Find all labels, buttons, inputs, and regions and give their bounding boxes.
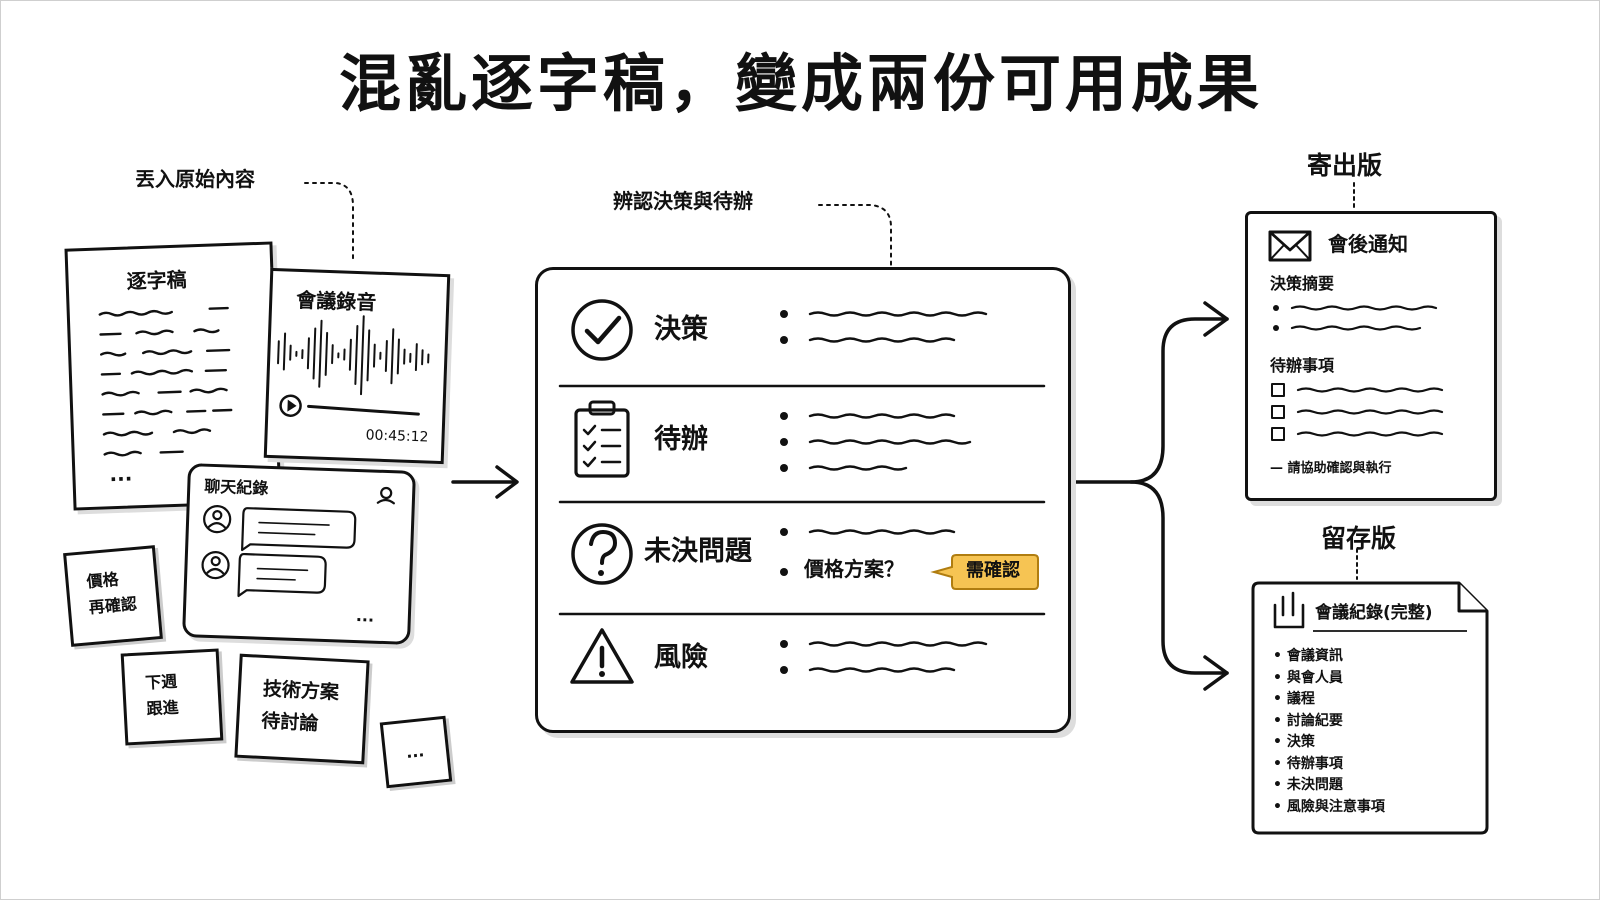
archive-list-item-label: 決策 (1286, 734, 1315, 750)
sticky-note-line: 待討論 (260, 709, 319, 735)
chat-bubbles-icon (201, 486, 395, 598)
bullet-icon: • (1273, 798, 1287, 815)
transcript-ellipsis: ... (108, 461, 133, 487)
bullet-icon: • (1273, 691, 1287, 707)
bullet-icon: • (1273, 712, 1287, 729)
clipboard-checklist-icon (574, 400, 630, 478)
archive-list-item-label: 與會人員 (1286, 669, 1343, 686)
archive-version-card: 會議紀錄(完整) • 會議資訊• 與會人員• 議程• 討論紀要• 決策• 待辦事… (1247, 579, 1493, 837)
recording-timestamp: 00:45:12 (365, 427, 429, 446)
process-panel-drawing (558, 299, 1046, 684)
archive-list-item-label: 風險與注意事項 (1286, 798, 1385, 815)
document-icon (1273, 591, 1305, 629)
input-leader-line (304, 182, 354, 264)
bullet-icon: • (1273, 777, 1287, 793)
send-arrow-head (1203, 301, 1229, 337)
sticky-note-line: 跟進 (146, 697, 180, 719)
bullet-icon: • (1273, 669, 1287, 686)
archive-list-item-label: 議程 (1286, 691, 1315, 707)
archive-list-item-label: 待辦事項 (1286, 755, 1343, 772)
sticky-note-line: 再確認 (88, 593, 138, 618)
transcript-sheet: 逐字稿 ... (64, 241, 282, 511)
row-label-todos: 待辦 (654, 424, 708, 455)
row-label-risks: 風險 (654, 642, 708, 673)
question-circle-icon (571, 523, 633, 585)
check-circle-icon (571, 299, 633, 361)
archive-list-item: • 議程 (1273, 692, 1315, 706)
archive-list-item-label: 討論紀要 (1286, 712, 1343, 729)
archive-arrow-head (1203, 655, 1229, 691)
checkbox-icon (1271, 383, 1285, 441)
archive-list-item: • 會議資訊 (1273, 649, 1343, 663)
transcript-lines (98, 306, 233, 457)
archive-card-drawing (1251, 581, 1489, 835)
archive-list-item: • 與會人員 (1273, 671, 1343, 685)
process-leader-line (818, 204, 892, 268)
chat-more: ... (355, 606, 375, 626)
audio-waveform-icon (277, 315, 430, 417)
send-card-drawing (1268, 230, 1444, 441)
archive-version-heading: 留存版 (1321, 524, 1397, 553)
bullet-icon: • (1273, 755, 1287, 772)
archive-list-item: • 風險與注意事項 (1273, 800, 1385, 814)
send-arrow (1071, 317, 1229, 484)
archive-list-item-label: 未決問題 (1286, 777, 1343, 793)
archive-list-item: • 未決問題 (1273, 778, 1343, 792)
sticky-note-line: 價格 (85, 569, 120, 592)
badge-label: 需確認 (966, 560, 1020, 581)
recording-card: 會議錄音 00:45:12 (263, 267, 451, 465)
play-button-icon (279, 394, 302, 417)
archive-list-item: • 待辦事項 (1273, 757, 1343, 771)
sticky-note: 下週 跟進 (120, 648, 224, 746)
archive-arrow (1129, 480, 1229, 675)
input-arrow-head (495, 465, 519, 499)
input-heading: 丟入原始內容 (135, 167, 255, 191)
send-section-todos: 待辦事項 (1270, 356, 1335, 375)
badge-shape (930, 554, 1039, 590)
process-panel: 決策 待辦 未決問題 風險 價格方案？ 需確認 (535, 267, 1071, 733)
sticky-note: 技術方案 待討論 (234, 653, 370, 765)
sticky-note: 價格 再確認 (63, 545, 163, 647)
send-footer: — 請協助確認與執行 (1270, 461, 1392, 476)
sticky-note: ... (379, 715, 453, 789)
sticky-note-line: 技術方案 (262, 677, 340, 704)
row-label-decisions: 決策 (654, 314, 708, 345)
row-label-open-issues: 未決問題 (644, 536, 752, 567)
envelope-icon (1268, 230, 1312, 262)
archive-card-title: 會議紀錄(完整) (1315, 603, 1433, 623)
chat-card: 聊天紀錄 ... (182, 463, 416, 645)
send-version-heading: 寄出版 (1307, 151, 1383, 180)
warning-triangle-icon (570, 628, 634, 684)
archive-list-item: • 討論紀要 (1273, 714, 1343, 728)
archive-list-item: • 決策 (1273, 735, 1315, 749)
needs-confirmation-badge: 需確認 (930, 552, 1040, 592)
sticky-note-line: 下週 (144, 671, 178, 693)
bullet-icon: • (1273, 734, 1287, 750)
sticky-note-line: ... (405, 741, 426, 762)
send-card-title: 會後通知 (1328, 232, 1408, 256)
send-version-card: 會後通知 決策摘要 待辦事項 — 請協助確認與執行 (1245, 211, 1497, 501)
open-issue-item: 價格方案？ (804, 557, 904, 581)
send-section-decisions: 決策摘要 (1270, 274, 1335, 293)
main-title: 混亂逐字稿，變成兩份可用成果 (338, 47, 1263, 120)
archive-list-item-label: 會議資訊 (1286, 648, 1343, 664)
bullet-icon: • (1273, 648, 1287, 664)
process-heading: 辨認決策與待辦 (613, 189, 753, 213)
